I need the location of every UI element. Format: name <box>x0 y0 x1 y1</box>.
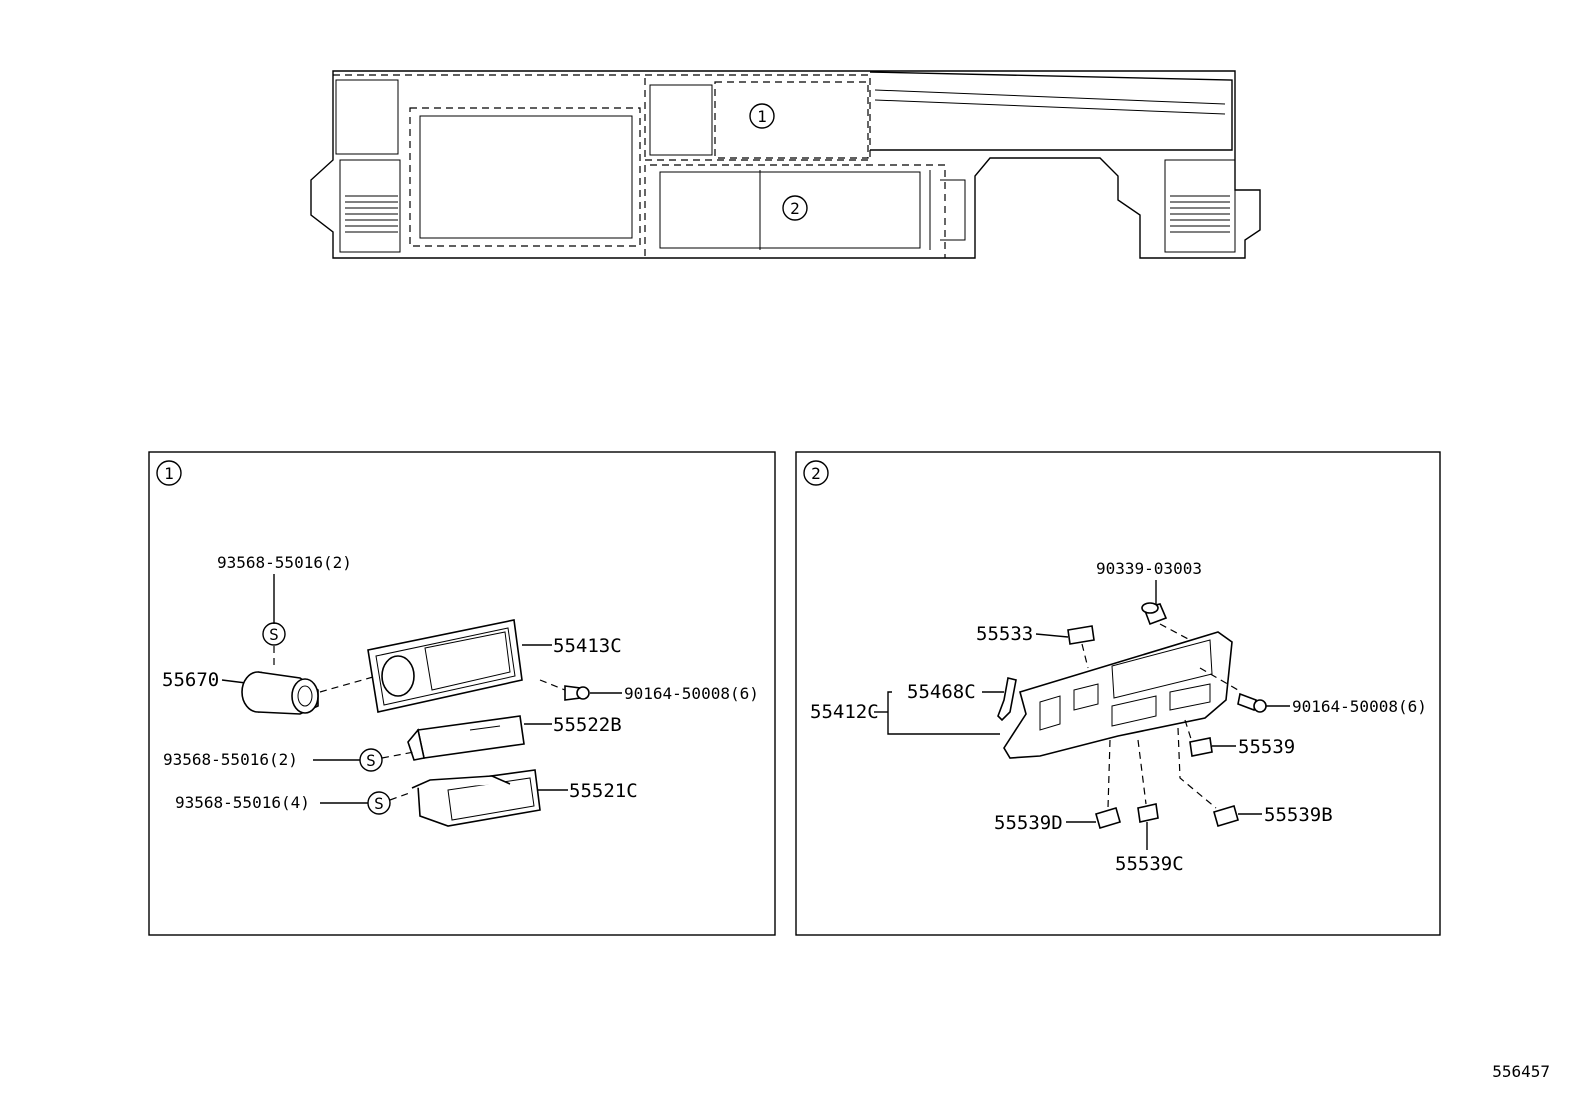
panel-2-frame <box>795 451 1441 936</box>
panel-1-marker: 1 <box>164 464 174 483</box>
label-55522b[interactable]: 55522B <box>553 714 622 736</box>
cap-55533-part[interactable] <box>1067 625 1095 645</box>
plug-55539b-part[interactable] <box>1213 805 1239 827</box>
svg-text:S: S <box>269 625 279 644</box>
trim-55468c-part[interactable] <box>997 677 1017 722</box>
box-55521c-part[interactable] <box>411 769 541 827</box>
plug-55539d-part[interactable] <box>1095 807 1121 829</box>
label-90164-50008-panel-1[interactable]: 90164-50008(6) <box>624 684 759 703</box>
label-55413c[interactable]: 55413C <box>553 635 622 657</box>
svg-text:S: S <box>366 751 376 770</box>
label-55539d[interactable]: 55539D <box>994 812 1063 834</box>
screw-panel-2[interactable] <box>1237 692 1267 713</box>
dashboard-callout-2[interactable]: 2 <box>782 195 808 221</box>
left-vent <box>335 79 401 253</box>
diagram-number: 556457 <box>1492 1062 1550 1081</box>
label-55539b[interactable]: 55539B <box>1264 804 1333 826</box>
cigarette-lighter-part[interactable] <box>241 671 319 715</box>
cluster-panel-55412c-part[interactable] <box>1003 631 1233 759</box>
label-55539[interactable]: 55539 <box>1238 736 1295 758</box>
label-93568-55016-top[interactable]: 93568-55016(2) <box>217 553 352 572</box>
s-mark-mid[interactable]: S <box>359 748 383 772</box>
clip-90339-03003-part[interactable] <box>1141 602 1168 626</box>
label-55670[interactable]: 55670 <box>162 669 219 691</box>
box-cover-55522b-part[interactable] <box>407 715 525 761</box>
dashboard-overview: 1 2 <box>310 70 1261 259</box>
right-vent <box>1164 159 1236 253</box>
label-55533[interactable]: 55533 <box>976 623 1033 645</box>
label-90339-03003[interactable]: 90339-03003 <box>1096 559 1202 578</box>
s-mark-bottom[interactable]: S <box>367 791 391 815</box>
plug-55539c-part[interactable] <box>1137 803 1159 823</box>
label-55521c[interactable]: 55521C <box>569 780 638 802</box>
plug-55539-part[interactable] <box>1189 737 1213 757</box>
label-93568-55016-mid[interactable]: 93568-55016(2) <box>163 750 298 769</box>
label-55539c[interactable]: 55539C <box>1115 853 1184 875</box>
s-mark-top[interactable]: S <box>262 622 286 646</box>
svg-text:S: S <box>374 794 384 813</box>
detail-panel-1: 1 93568-55016(2) S 55670 55413C <box>148 451 776 936</box>
label-55412c[interactable]: 55412C <box>810 701 879 723</box>
panel-1-frame <box>148 451 776 936</box>
svg-text:1: 1 <box>757 107 767 126</box>
svg-text:2: 2 <box>790 199 800 218</box>
label-55468c[interactable]: 55468C <box>907 681 976 703</box>
screw-panel-1[interactable] <box>539 679 590 701</box>
label-93568-55016-bottom[interactable]: 93568-55016(4) <box>175 793 310 812</box>
bezel-55413c-part[interactable] <box>367 619 523 713</box>
detail-panel-2: 2 90339-03003 55533 55468C <box>795 451 1441 936</box>
label-90164-50008-panel-2[interactable]: 90164-50008(6) <box>1292 697 1427 716</box>
dashboard-callout-1[interactable]: 1 <box>749 103 775 129</box>
panel-2-marker: 2 <box>811 464 821 483</box>
